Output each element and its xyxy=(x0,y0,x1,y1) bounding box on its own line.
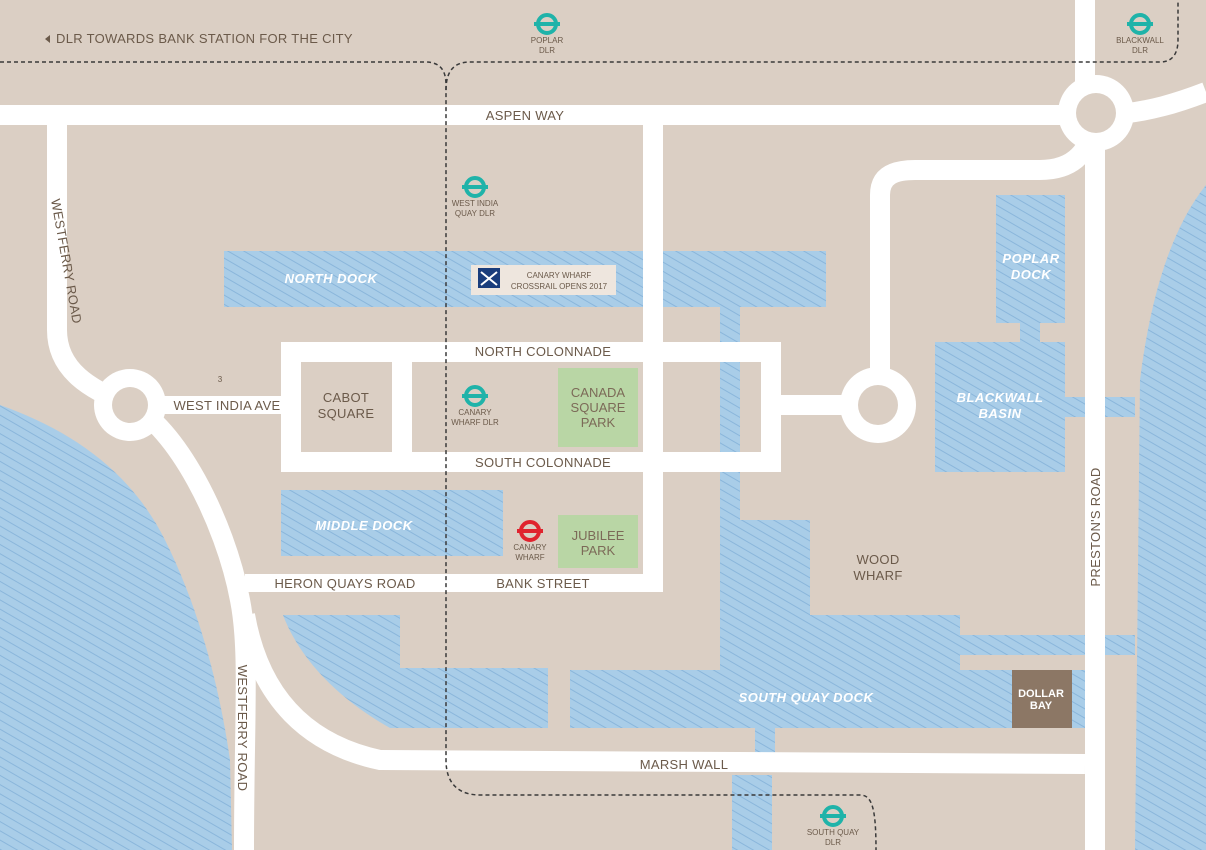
dlr-note: DLR TOWARDS BANK STATION FOR THE CITY xyxy=(56,31,353,46)
west-india-quay-label-2: QUAY DLR xyxy=(455,209,495,218)
canary-wharf-dlr-label-1: CANARY xyxy=(458,408,492,417)
west-india-quay-label-1: WEST INDIA xyxy=(452,199,499,208)
poplar-dock-label-1: POPLAR xyxy=(1002,251,1059,266)
jubilee-park-label-2: PARK xyxy=(581,543,616,558)
south-quay-dlr-label-1: SOUTH QUAY xyxy=(807,828,860,837)
canary-wharf-tube-label-1: CANARY xyxy=(513,543,547,552)
arrow-left-icon xyxy=(45,35,50,43)
westferry-road-label-bottom: WESTFERRY ROAD xyxy=(235,665,250,792)
canary-wharf-tube-label-2: WHARF xyxy=(515,553,544,562)
marsh-wall-line xyxy=(235,613,1086,774)
roundabout-northeast xyxy=(1058,75,1134,151)
crossrail-label-1: CANARY WHARF xyxy=(527,271,592,280)
south-quay-dock-lower xyxy=(732,775,772,850)
dlr-south-quay-icon xyxy=(820,805,846,827)
middle-dock-label: MIDDLE DOCK xyxy=(315,518,413,533)
marsh-wall-label: MARSH WALL xyxy=(640,757,728,772)
dlr-canary-wharf-icon xyxy=(462,385,488,407)
poplar-dock xyxy=(996,195,1065,323)
canada-square-park xyxy=(558,368,638,447)
cabot-square-label-2: SQUARE xyxy=(318,406,375,421)
canada-square-park-label-2: SQUARE xyxy=(571,400,626,415)
underground-canary-wharf-icon xyxy=(517,520,543,542)
prestons-road-label: PRESTON'S ROAD xyxy=(1088,467,1103,586)
dlr-route xyxy=(0,0,1179,850)
south-quay-dock xyxy=(570,307,1135,755)
wood-wharf-label-2: WHARF xyxy=(853,568,902,583)
canada-square-park-label-1: CANADA xyxy=(571,385,626,400)
heron-quays-water xyxy=(283,615,548,728)
dollar-bay-label-1: DOLLAR xyxy=(1018,688,1064,700)
heron-quays-road-label: HERON QUAYS ROAD xyxy=(274,576,415,591)
dollar-bay-label-2: BAY xyxy=(1030,700,1053,712)
marker-3: 3 xyxy=(218,375,223,384)
blackwall-dlr-label-1: BLACKWALL xyxy=(1116,36,1164,45)
west-india-ave-label: WEST INDIA AVE xyxy=(173,398,280,413)
bank-street-label: BANK STREET xyxy=(496,576,590,591)
crossrail-label-2: CROSSRAIL OPENS 2017 xyxy=(511,282,608,291)
cabot-square-label-1: CABOT xyxy=(323,390,369,405)
north-colonnade-label: NORTH COLONNADE xyxy=(475,344,611,359)
crossrail-icon xyxy=(478,268,500,288)
poplar-dock-label-2: DOCK xyxy=(1011,267,1052,282)
aspen-way-label: ASPEN WAY xyxy=(486,108,565,123)
south-quay-dlr-label-2: DLR xyxy=(825,838,841,847)
roundabout-west xyxy=(94,369,166,441)
dollar-bay-block xyxy=(1012,670,1072,728)
river-east xyxy=(1135,185,1206,850)
westferry-road-line xyxy=(47,120,256,850)
south-colonnade-label: SOUTH COLONNADE xyxy=(475,455,611,470)
blackwall-dlr-label-2: DLR xyxy=(1132,46,1148,55)
canary-wharf-dlr-label-2: WHARF DLR xyxy=(451,418,499,427)
basin-link xyxy=(1020,320,1040,344)
jubilee-park-label-1: JUBILEE xyxy=(572,528,625,543)
river-west xyxy=(0,405,232,850)
north-dock-label: NORTH DOCK xyxy=(285,271,379,286)
wood-wharf-label-1: WOOD xyxy=(856,552,899,567)
poplar-dlr-label-1: POPLAR xyxy=(531,36,564,45)
dlr-blackwall-icon xyxy=(1127,13,1153,35)
canada-square-park-label-3: PARK xyxy=(581,415,616,430)
dlr-west-india-quay-icon xyxy=(462,176,488,198)
dlr-poplar-icon xyxy=(534,13,560,35)
water-layer xyxy=(0,185,1206,850)
jubilee-park xyxy=(558,515,638,568)
blackwall-basin xyxy=(935,342,1065,472)
middle-dock xyxy=(281,490,503,556)
poplar-dlr-label-2: DLR xyxy=(539,46,555,55)
roundabout-east xyxy=(840,367,916,443)
blackwall-basin-label-2: BASIN xyxy=(979,406,1022,421)
south-quay-dock-label: SOUTH QUAY DOCK xyxy=(739,690,875,705)
blackwall-basin-label-1: BLACKWALL xyxy=(957,390,1044,405)
